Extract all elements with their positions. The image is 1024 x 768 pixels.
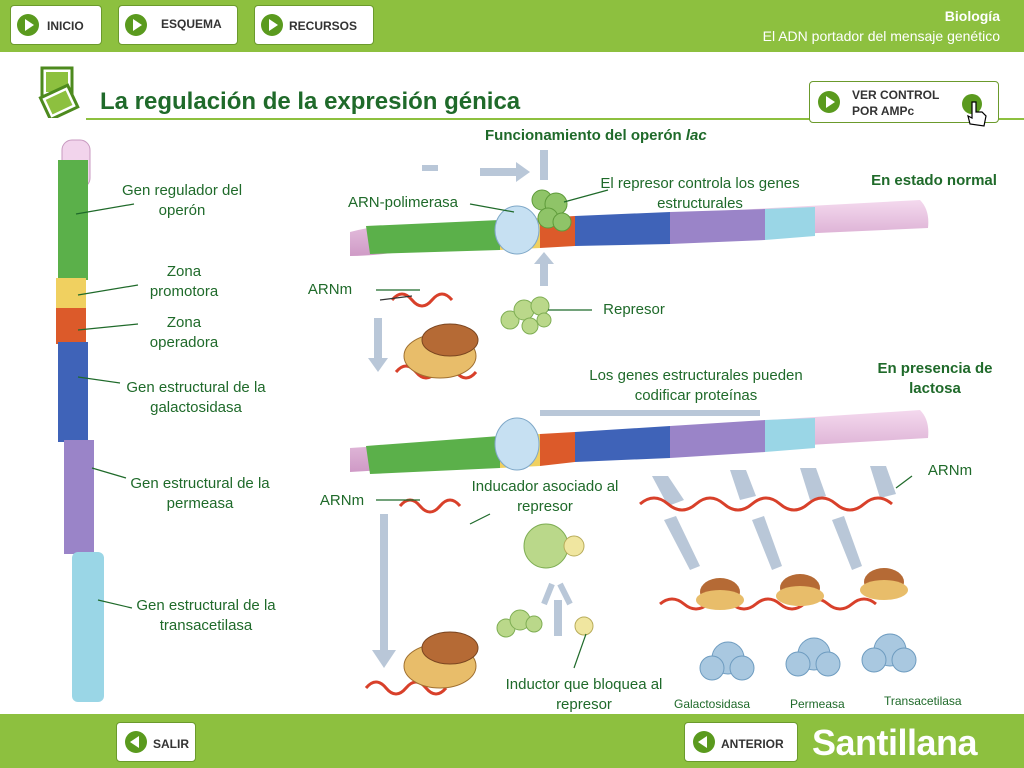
- top-mrna-strand: [390, 292, 454, 308]
- label-genes-code-proteins: Los genes estructurales pueden codificar…: [589, 367, 803, 404]
- top-arrows: [368, 150, 554, 372]
- bottom-arrows: [372, 410, 896, 668]
- top-dna: [350, 189, 929, 256]
- label-mrna-right: ARNm: [927, 462, 973, 479]
- state-normal: En estado normal: [871, 172, 997, 189]
- label-galactosidase-gene: Gen estructural de la galactosidasa: [126, 379, 266, 416]
- hand-cursor-icon: [962, 94, 987, 127]
- label-inducer-associated: Inducador asociado al represor: [471, 478, 619, 515]
- label-mrna-top: ARNm: [307, 281, 353, 298]
- label-promoter-zone: Zona promotora: [149, 263, 219, 300]
- title-divider: [86, 118, 1024, 120]
- protein-permease: Permeasa: [790, 697, 845, 711]
- diagram-title: Funcionamiento del operón lac: [485, 127, 707, 144]
- bottom-dna: [350, 410, 929, 474]
- brand-logo: Santillana: [812, 722, 978, 763]
- label-rna-polymerase: ARN-polimerasa: [347, 194, 459, 211]
- recursos-button[interactable]: RECURSOS: [254, 5, 374, 45]
- bottom-ribosome: [364, 609, 543, 696]
- back-arrow-icon: [693, 731, 715, 753]
- back-arrow-icon: [125, 731, 147, 753]
- topic-label: El ADN portador del mensaje genético: [762, 28, 1000, 44]
- subject-label: Biología: [944, 8, 1000, 24]
- label-repressor: Represor: [603, 301, 665, 318]
- label-operator-zone: Zona operadora: [149, 314, 219, 351]
- state-lactose: En presencia de lactosa: [877, 360, 993, 397]
- play-icon: [125, 14, 147, 36]
- play-icon: [261, 14, 283, 36]
- label-regulator-gene: Gen regulador del operón: [121, 182, 243, 219]
- inducer-repressor-complex: [523, 523, 594, 636]
- protein-galactosidase: Galactosidasa: [674, 697, 751, 711]
- salir-button[interactable]: SALIR: [116, 722, 196, 762]
- label-repressor-controls: El represor controla los genes estructur…: [600, 175, 800, 212]
- protein-transacetylase: Transacetilasa: [884, 694, 962, 708]
- inicio-button[interactable]: INICIO: [10, 5, 102, 45]
- play-icon: [17, 14, 39, 36]
- esquema-button[interactable]: ESQUEMA: [118, 5, 238, 45]
- label-inducer-blocks: Inductor que bloquea al represor: [505, 676, 663, 713]
- page-title: La regulación de la expresión génica: [100, 88, 521, 115]
- left-pointer-lines: [75, 203, 139, 609]
- anterior-button[interactable]: ANTERIOR: [684, 722, 798, 762]
- diagram-title-italic: lac: [685, 127, 707, 144]
- bottom-mrna-strand: [639, 496, 893, 512]
- ver-control-button[interactable]: VER CONTROL POR AMPc: [809, 81, 999, 123]
- vertical-dna: [56, 139, 104, 702]
- label-transacetylase-gene: Gen estructural de la transacetilasa: [136, 597, 276, 634]
- title-squares-icon: [38, 66, 80, 118]
- top-ribosome: [394, 323, 479, 380]
- top-repressor: [500, 296, 552, 335]
- play-icon: [818, 91, 840, 113]
- label-permease-gene: Gen estructural de la permeasa: [130, 475, 270, 512]
- protein-clusters: [699, 633, 917, 681]
- label-mrna-left: ARNm: [319, 492, 365, 509]
- protein-ribosomes: [659, 568, 908, 611]
